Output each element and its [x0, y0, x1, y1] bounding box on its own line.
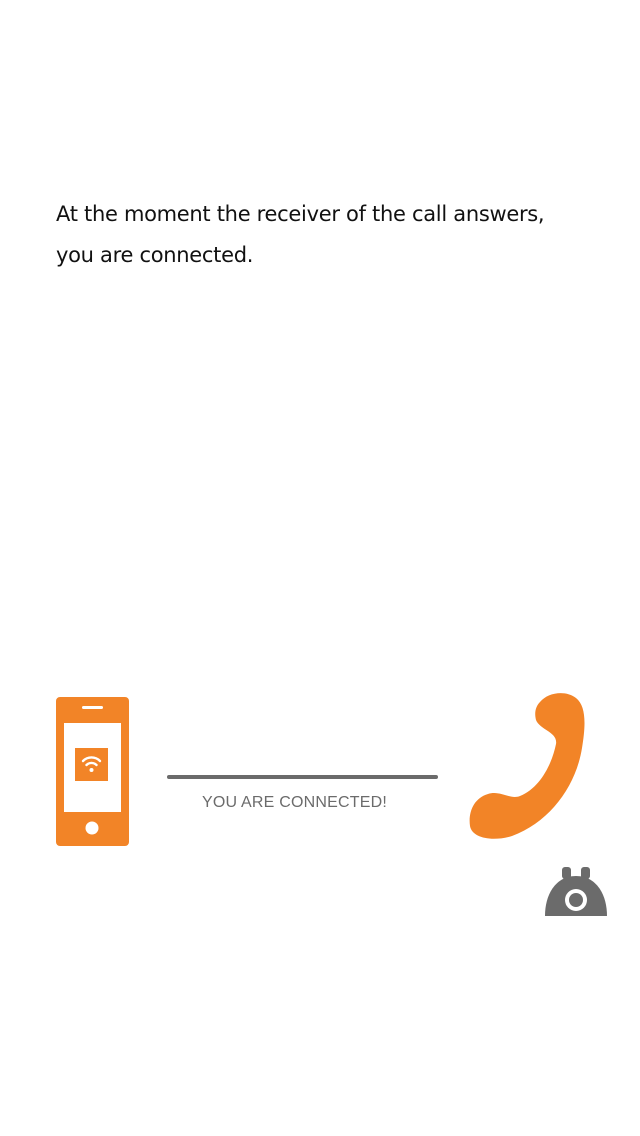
phone-handset-icon — [469, 693, 585, 839]
smartphone-wifi-icon — [56, 697, 129, 846]
intro-text: At the moment the receiver of the call a… — [56, 202, 545, 267]
connection-status-label: YOU ARE CONNECTED! — [202, 794, 387, 811]
connection-line — [167, 775, 438, 779]
desk-telephone-icon — [545, 867, 607, 916]
